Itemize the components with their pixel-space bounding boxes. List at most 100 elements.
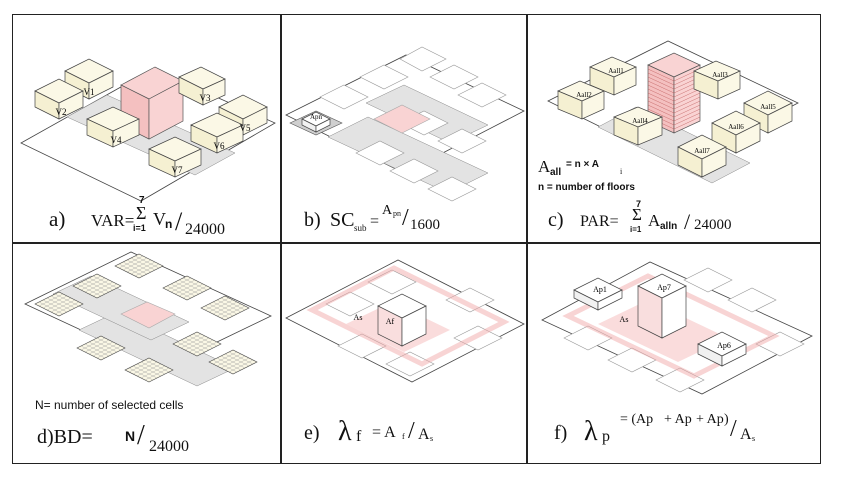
floor-line xyxy=(647,96,701,110)
label-aall5: Aall5 xyxy=(760,103,776,111)
floor-line xyxy=(647,72,701,86)
label-aall2: Aall2 xyxy=(576,91,592,99)
caption-f-den: A xyxy=(740,426,752,443)
center-cell xyxy=(120,301,176,329)
caption-e-lambda: λ xyxy=(338,416,352,447)
caption-b-letter: b) xyxy=(304,209,321,231)
block-ap6 xyxy=(697,331,747,367)
label-ap1: Ap1 xyxy=(593,285,607,294)
caption-f-letter: f) xyxy=(554,422,568,444)
label-v1: V1 xyxy=(84,87,95,97)
bd-diagram xyxy=(24,251,272,387)
label-as-f: As xyxy=(620,315,629,324)
caption-f-close: ) xyxy=(724,412,729,427)
caption-f-num-tail: + Ap xyxy=(664,412,692,427)
caption-b-divisor: 1600 xyxy=(410,217,440,233)
caption-e-den-sub: s xyxy=(430,434,434,443)
floor-line xyxy=(647,76,701,90)
label-ap6: Ap6 xyxy=(717,341,731,350)
floor-line xyxy=(647,88,701,102)
n-definition: n = number of floors xyxy=(538,182,635,193)
caption-a-divisor: 24000 xyxy=(185,221,225,238)
stack-aall5 xyxy=(743,90,793,134)
caption-e-slash: / xyxy=(408,418,415,444)
caption-c-sum-bottom: i=1 xyxy=(630,225,642,234)
sc-diagram: Apn xyxy=(285,46,525,202)
label-as: As xyxy=(354,313,363,322)
panel-b-sc: Apn b) SC sub = A pn / 1600 xyxy=(281,14,527,243)
panel-c-par: Aall1 Aall2 Aall3 Aall4 Aall5 Aall6 Aall… xyxy=(527,14,821,243)
caption-c-letter: c) xyxy=(548,209,564,231)
caption-f-den-sub: s xyxy=(752,434,756,443)
caption-c-slash: / xyxy=(684,209,691,234)
caption-c-divisor: 24000 xyxy=(694,217,732,233)
label-v2: V2 xyxy=(56,107,67,117)
caption-c-sum: Σ xyxy=(632,205,642,224)
grid-line xyxy=(192,341,218,355)
caption-e-num: = A xyxy=(372,424,396,441)
caption-a-slash: / xyxy=(175,207,183,236)
block-ap1 xyxy=(573,277,623,311)
caption-a-letter: a) xyxy=(49,207,66,231)
block-v6 xyxy=(190,112,244,154)
caption-c-term-sub: alln xyxy=(660,221,678,232)
block-v2 xyxy=(34,78,84,120)
label-v7: V7 xyxy=(172,165,183,175)
formula-all-a: A xyxy=(538,157,551,176)
caption-a-lhs: VAR= xyxy=(91,211,135,230)
floor-line xyxy=(647,92,701,106)
grid-line xyxy=(54,301,80,315)
caption-d-numerator: N xyxy=(125,428,136,444)
caption-c-sum-top: 7 xyxy=(636,199,642,209)
block-af xyxy=(377,293,427,347)
stack-aall7 xyxy=(677,134,727,178)
par-diagram: Aall1 Aall2 Aall3 Aall4 Aall5 Aall6 Aall… xyxy=(547,40,799,184)
floor-line xyxy=(647,104,701,118)
center-block xyxy=(120,66,184,140)
label-aall7: Aall7 xyxy=(694,147,710,155)
caption-e-num-sub: f xyxy=(402,432,405,441)
block-v7 xyxy=(148,136,202,178)
caption-e-lambda-sub: f xyxy=(356,428,362,445)
caption-d-slash: / xyxy=(137,420,145,451)
caption-a-term-sub: n xyxy=(165,217,173,231)
caption-f-num: = (Ap xyxy=(620,412,654,427)
caption-d-letter: d)BD= xyxy=(37,426,93,448)
label-aall3: Aall3 xyxy=(712,71,728,79)
stack-aall2 xyxy=(557,80,605,120)
floor-line xyxy=(647,84,701,98)
block-v3 xyxy=(178,66,226,106)
caption-e-den: A xyxy=(418,426,430,443)
street-area xyxy=(306,265,510,367)
label-v4: V4 xyxy=(111,135,122,145)
caption-b-eq: = xyxy=(370,213,380,230)
caption-d-divisor: 24000 xyxy=(149,438,189,455)
grid-line xyxy=(134,263,160,277)
caption-a-sum: Σ xyxy=(136,203,147,223)
formula-all-i: i xyxy=(620,167,623,176)
block-v4 xyxy=(86,106,140,148)
label-af: Af xyxy=(386,317,395,326)
panel-d-bd: N= number of selected cells d)BD= N / 24… xyxy=(12,243,281,464)
n-definition-d: N= number of selected cells xyxy=(35,398,184,412)
caption-f-lambda-sub: p xyxy=(602,428,610,445)
center-cell xyxy=(373,104,431,134)
caption-b-lhs: SC xyxy=(330,209,355,231)
grid-line xyxy=(182,285,208,299)
floor-line xyxy=(647,100,701,114)
formula-all-sub: all xyxy=(550,167,562,178)
label-v3: V3 xyxy=(200,93,211,103)
floor-line xyxy=(647,68,701,82)
caption-c-lhs: PAR= xyxy=(580,213,619,230)
label-aall6: Aall6 xyxy=(728,123,744,131)
caption-c-term: A xyxy=(648,211,661,230)
stack-aall3 xyxy=(693,60,741,100)
label-aall4: Aall4 xyxy=(632,117,648,125)
caption-b-sub: sub xyxy=(354,223,367,233)
grid-line xyxy=(144,367,170,381)
grid-line xyxy=(220,305,246,319)
grid-line xyxy=(96,345,122,359)
caption-a-sum-top: 7 xyxy=(139,195,145,206)
caption-b-term: A xyxy=(382,203,393,218)
label-v6: V6 xyxy=(214,141,225,151)
